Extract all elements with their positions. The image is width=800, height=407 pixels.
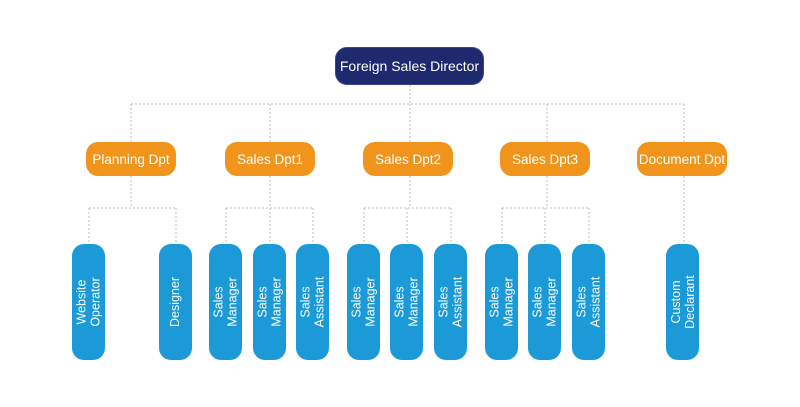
dept-label: Sales Dpt3 xyxy=(511,151,579,167)
dept-sales-3: Sales Dpt3 xyxy=(500,142,590,176)
dept-planning: Planning Dpt xyxy=(86,142,176,176)
dept-label: Sales Dpt1 xyxy=(236,151,304,167)
dept-label: Planning Dpt xyxy=(92,151,170,167)
director-node: Foreign Sales Director xyxy=(335,47,484,85)
dept-document: Document Dpt xyxy=(637,142,727,176)
dept-label: Sales Dpt2 xyxy=(374,151,442,167)
dept-label: Document Dpt xyxy=(638,151,726,167)
dept-sales-1: Sales Dpt1 xyxy=(225,142,315,176)
role-designer: Designer xyxy=(159,244,192,360)
director-label: Foreign Sales Director xyxy=(339,58,480,74)
dept-sales-2: Sales Dpt2 xyxy=(363,142,453,176)
